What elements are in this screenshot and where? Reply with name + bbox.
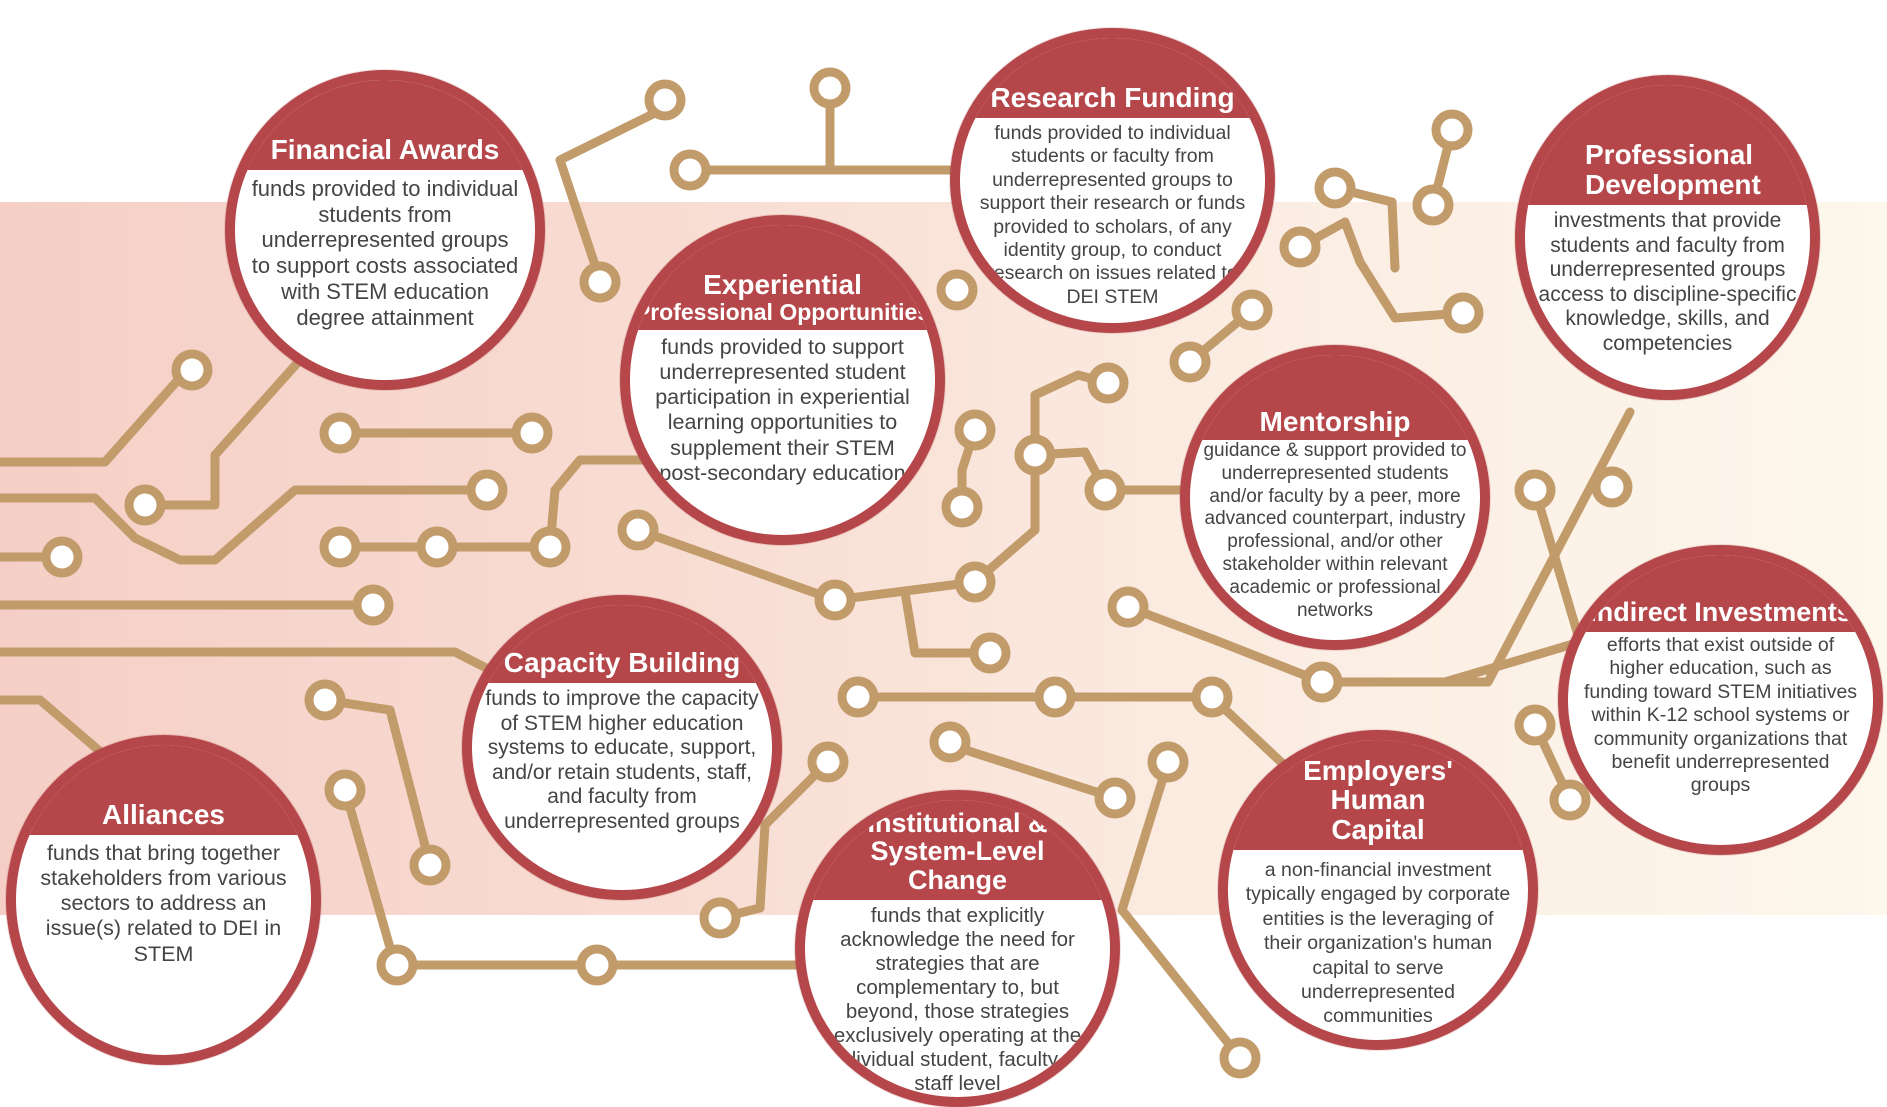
circuit-wire (1030, 447, 1190, 495)
institutional-change-description: funds that explicitly acknowledge the ne… (828, 904, 1087, 1095)
circuit-wire (0, 367, 190, 467)
financial-awards-circle: Financial Awards funds provided to indiv… (225, 70, 545, 390)
circuit-node (1279, 226, 1321, 268)
circuit-node (124, 484, 166, 526)
circuit-node (669, 149, 711, 191)
capacity-building-circle: Capacity Building funds to improve the c… (462, 595, 782, 900)
circuit-node (1147, 741, 1189, 783)
experiential-opportunities-circle: Experiential Professional Opportunities … (620, 215, 945, 545)
circuit-node (352, 584, 394, 626)
circuit-node (41, 536, 83, 578)
alliances-description: funds that bring together stakeholders f… (40, 841, 287, 966)
circuit-wire (0, 485, 490, 565)
experiential-title: Experiential (703, 269, 862, 301)
circuit-node (837, 676, 879, 718)
circuit-node (1549, 779, 1591, 821)
experiential-description: funds provided to support underrepresent… (655, 335, 910, 485)
professional-development-circle: Professional Development investments tha… (1515, 75, 1820, 400)
capacity-building-title: Capacity Building (503, 646, 741, 678)
circuit-wire (900, 587, 995, 658)
circuit-node (1191, 676, 1233, 718)
circuit-node (941, 486, 983, 528)
circuit-wire (140, 355, 305, 510)
circuit-node (466, 469, 508, 511)
indirect-investments-title: Indirect Investments (1589, 596, 1852, 627)
circuit-wire (335, 455, 665, 552)
circuit-node (319, 412, 361, 454)
research-funding-circle: Research Funding funds provided to indiv… (950, 28, 1275, 333)
employers-human-capital-description: a non-financial investment typically eng… (1245, 859, 1511, 1028)
mentorship-description: guidance & support provided to underrepr… (1203, 440, 1467, 621)
circuit-node (1231, 289, 1273, 331)
circuit-node (1442, 292, 1484, 334)
circuit-wire (1295, 217, 1468, 323)
circuit-node (1301, 661, 1343, 703)
circuit-node (529, 526, 571, 568)
circuit-node (1107, 586, 1149, 628)
professional-development-title: Professional Development (1585, 139, 1761, 200)
circuit-node (936, 269, 978, 311)
circuit-node (1034, 676, 1076, 718)
circuit-node (617, 509, 659, 551)
circuit-node (304, 679, 346, 721)
circuit-wire (715, 757, 833, 923)
mentorship-title: Mentorship (1259, 405, 1411, 437)
alliances-title: Alliances (102, 798, 225, 830)
circuit-node (416, 526, 458, 568)
circuit-node (324, 769, 366, 811)
circuit-node (954, 561, 996, 603)
circuit-wire (0, 695, 115, 765)
circuit-node (1084, 469, 1126, 511)
circuit-node (1412, 184, 1454, 226)
circuit-node (376, 944, 418, 986)
circuit-node (969, 632, 1011, 674)
financial-awards-title: Financial Awards (270, 133, 500, 165)
employers-human-capital-title: Employers' Human Capital (1303, 754, 1453, 845)
employers-human-capital-circle: Employers' Human Capital a non-financial… (1218, 730, 1538, 1050)
circuit-node (171, 349, 213, 391)
circuit-node (929, 721, 971, 763)
circuit-node (1314, 167, 1356, 209)
research-funding-description: funds provided to individual students or… (979, 122, 1246, 308)
institutional-change-title: Institutional & System-Level Change (867, 807, 1048, 895)
indirect-investments-description: efforts that exist outside of higher edu… (1583, 634, 1858, 797)
circuit-wire (945, 740, 1120, 803)
circuit-node (511, 412, 553, 454)
alliances-circle: Alliances funds that bring together stak… (6, 735, 321, 1065)
circuit-node (319, 526, 361, 568)
circuit-wire (555, 103, 670, 285)
circuit-node (814, 579, 856, 621)
circuit-node (699, 897, 741, 939)
circuit-node (576, 944, 618, 986)
capacity-building-description: funds to improve the capacity of STEM hi… (485, 687, 759, 833)
circuit-node (1514, 704, 1556, 746)
circuit-wire (1117, 757, 1245, 1063)
circuit-node (807, 741, 849, 783)
financial-awards-description: funds provided to individual students fr… (251, 176, 519, 330)
circuit-node (1514, 469, 1556, 511)
circuit-node (809, 67, 851, 109)
circuit-node (579, 261, 621, 303)
circuit-node (644, 79, 686, 121)
circuit-wire (0, 647, 495, 675)
experiential-subtitle: Professional Opportunities (634, 298, 931, 325)
circuit-node (1014, 434, 1056, 476)
institutional-change-circle: Institutional & System-Level Change fund… (795, 790, 1120, 1107)
professional-development-description: investments that provide students and fa… (1538, 209, 1797, 355)
circuit-node (1219, 1037, 1261, 1079)
mentorship-circle: Mentorship guidance & support provided t… (1180, 345, 1490, 650)
indirect-investments-circle: Indirect Investments efforts that exist … (1558, 545, 1883, 855)
circuit-node (1431, 109, 1473, 151)
circuit-node (954, 409, 996, 451)
research-funding-title: Research Funding (990, 81, 1235, 113)
circuit-node (409, 844, 451, 886)
circuit-node (1591, 466, 1633, 508)
circuit-node (1087, 362, 1129, 404)
circuit-wire (320, 695, 435, 870)
